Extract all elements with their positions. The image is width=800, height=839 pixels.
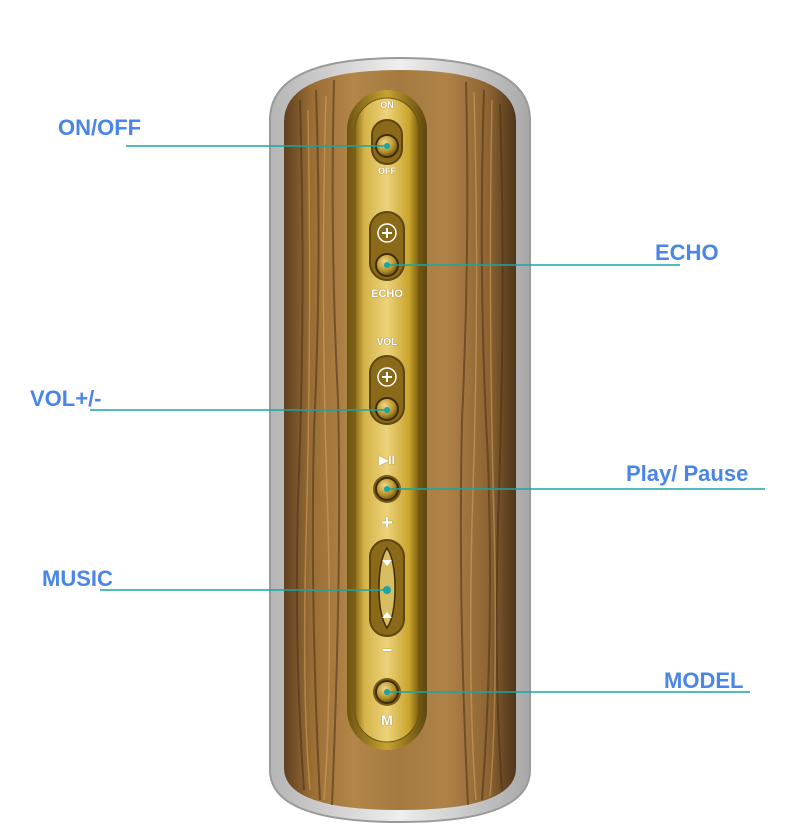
panel-off-text: OFF bbox=[378, 166, 396, 176]
callout-play-pause: Play/ Pause bbox=[626, 461, 749, 486]
mode-button[interactable] bbox=[373, 678, 401, 706]
callout-on-off: ON/OFF bbox=[58, 115, 142, 140]
music-slider[interactable] bbox=[370, 540, 404, 636]
panel-plus-text: + bbox=[381, 512, 393, 534]
callout-music: MUSIC bbox=[42, 566, 113, 591]
panel-mode-text: M bbox=[381, 712, 393, 728]
echo-rocker-button[interactable] bbox=[370, 212, 404, 280]
volume-rocker-button[interactable] bbox=[370, 356, 404, 424]
callout-echo: ECHO bbox=[655, 240, 719, 265]
callout-lines bbox=[90, 145, 765, 693]
callout-volume: VOL+/- bbox=[30, 386, 102, 411]
panel-vol-text: VOL bbox=[376, 337, 398, 348]
panel-minus-text: − bbox=[381, 640, 393, 660]
panel-echo-text: ECHO bbox=[371, 288, 403, 300]
play-pause-button[interactable] bbox=[373, 475, 401, 503]
callout-model: MODEL bbox=[664, 668, 744, 693]
panel-on-text: ON bbox=[380, 100, 394, 110]
on-off-switch[interactable] bbox=[372, 120, 402, 164]
panel-play-pause-icon: ▶II bbox=[379, 453, 395, 467]
